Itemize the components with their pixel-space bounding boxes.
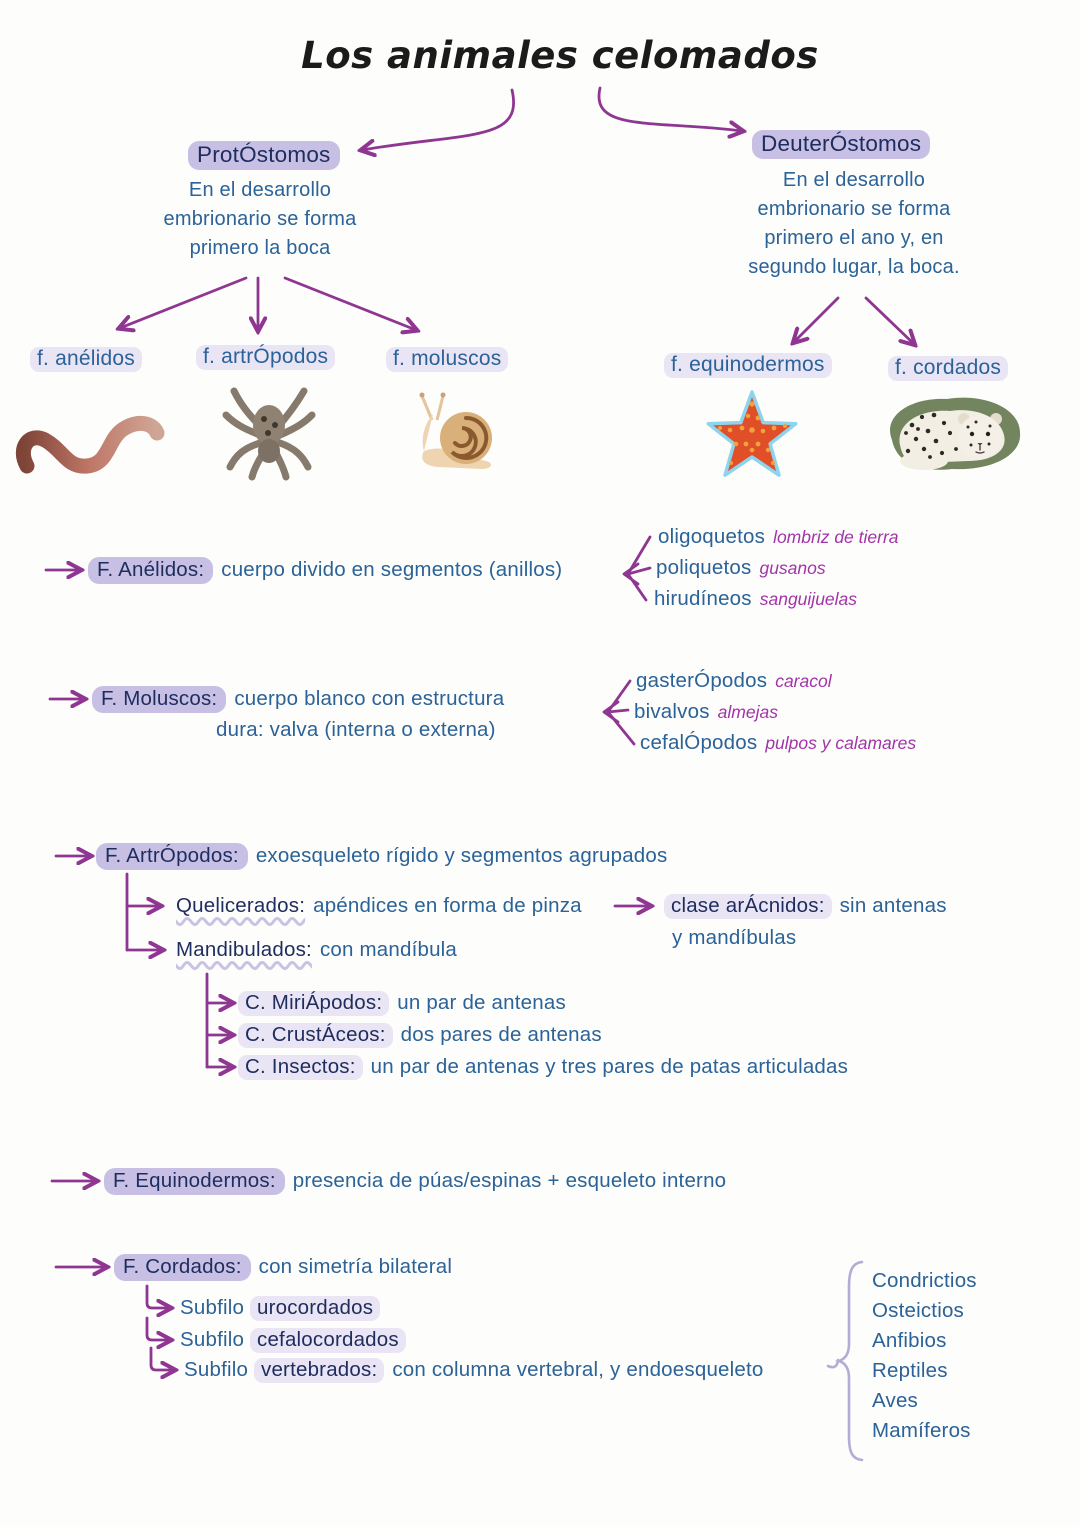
- cefalocordados-label: cefalocordados: [250, 1328, 406, 1353]
- family-moluscos-label: f. moluscos: [386, 346, 509, 372]
- fan-moluscos-lines: [606, 679, 636, 746]
- artropodos-heading: F. ArtrÓpodos: exoesqueleto rígido y segm…: [96, 843, 668, 870]
- vertebrate-class: Mamíferos: [872, 1419, 971, 1442]
- protostomos-node: ProtÓstomos: [188, 141, 340, 170]
- arrow-deuterostomos-cordados: [864, 296, 914, 344]
- family-equinodermos-label: f. equinodermos: [664, 352, 832, 378]
- class-miriapodos-line: C. MiriÁpodos:un par de antenas: [238, 990, 566, 1016]
- protostomos-description: En el desarrollo embrionario se forma pr…: [132, 176, 388, 263]
- brace-connector: [826, 1358, 840, 1369]
- vertebrate-class: Osteictios: [872, 1299, 964, 1322]
- mandibulados-label: Mandibulados:: [176, 938, 312, 961]
- quelicerados-line: Quelicerados: apéndices en forma de pinza: [176, 893, 582, 919]
- page-title: Los animales celomados: [301, 34, 819, 77]
- aracnidos-text-line1: sin antenas: [839, 894, 947, 917]
- miriapodos-label: C. MiriÁpodos:: [238, 991, 390, 1016]
- fan-anelidos-lines: [626, 535, 652, 602]
- family-artropodos-label: f. artrÓpodos: [196, 344, 336, 370]
- leopard-image: [890, 397, 1021, 470]
- handwritten-note: sanguijuelas: [759, 589, 858, 609]
- handwritten-note: caracol: [775, 671, 832, 691]
- anelidos-text: cuerpo divido en segmentos (anillos): [221, 558, 563, 581]
- handwritten-note: almejas: [717, 702, 778, 722]
- vertebrate-class: Condrictios: [872, 1269, 977, 1292]
- anelidos-heading: F. Anélidos: cuerpo divido en segmentos (…: [88, 557, 563, 584]
- equinodermos-text: presencia de púas/espinas + esqueleto in…: [292, 1169, 727, 1192]
- vertebrados-text: con columna vertebral, y endoesqueleto: [392, 1358, 764, 1381]
- snail-image: [419, 392, 492, 469]
- subfilo-cefalocordados-line: Subfilo cefalocordados: [180, 1327, 406, 1353]
- urocordados-label: urocordados: [250, 1296, 381, 1321]
- aracnidos-text-line2: y mandíbulas: [672, 926, 797, 949]
- handwritten-note: pulpos y calamares: [765, 733, 917, 753]
- equinodermos-heading: F. Equinodermos: presencia de púas/espina…: [104, 1168, 727, 1195]
- cordados-text: con simetría bilateral: [258, 1255, 453, 1278]
- deuterostomos-description: En el desarrollo embrionario se forma pr…: [706, 166, 1002, 282]
- arrow-title-to-protostomos: [362, 88, 515, 150]
- fan-moluscos-tip: [602, 700, 620, 724]
- quelicerados-text: apéndices en forma de pinza: [313, 894, 582, 917]
- handwritten-note: gusanos: [759, 558, 826, 578]
- subfilo-urocordados-line: Subfilo urocordados: [180, 1295, 381, 1321]
- class-insectos-line: C. Insectos:un par de antenas y tres par…: [238, 1054, 848, 1080]
- insectos-label: C. Insectos:: [238, 1055, 363, 1080]
- handwritten-note: lombriz de tierra: [773, 527, 899, 547]
- vertebrate-classes-list: Condrictios Osteictios Anfibios Reptiles…: [872, 1266, 977, 1446]
- description-line: En el desarrollo: [188, 179, 332, 201]
- subfilo-vertebrados-line: Subfilo vertebrados:con columna vertebra…: [184, 1358, 764, 1383]
- hook-subfilo-vertebrados: [149, 1346, 174, 1370]
- moluscos-text-line1: cuerpo blanco con estructura: [234, 687, 505, 710]
- moluscos-heading: F. Moluscos: cuerpo blanco con estructura: [92, 686, 505, 713]
- starfish-image: [706, 390, 798, 477]
- vertebrate-class: Reptiles: [872, 1359, 948, 1382]
- protostomos-label: ProtÓstomos: [188, 141, 340, 170]
- moluscos-label: F. Moluscos:: [92, 686, 227, 713]
- equinodermos-label: F. Equinodermos:: [104, 1168, 285, 1195]
- spider-image: [222, 387, 316, 481]
- description-line: segundo lugar, la boca.: [748, 256, 960, 278]
- aracnidos-label: clase arÁcnidos:: [664, 894, 832, 919]
- deuterostomos-label: DeuterÓstomos: [752, 130, 931, 159]
- moluscos-text-line2: dura: valva (interna o externa): [216, 718, 496, 741]
- family-cordados-label: f. cordados: [888, 355, 1009, 381]
- class-crustaceos-line: C. CrustÁceos:dos pares de antenas: [238, 1022, 602, 1048]
- crustaceos-label: C. CrustÁceos:: [238, 1023, 393, 1048]
- vertebrates-brace: [834, 1260, 864, 1462]
- vertebrados-label: vertebrados:: [254, 1358, 385, 1383]
- description-line: En el desarrollo: [782, 169, 926, 191]
- quelicerados-label: Quelicerados:: [176, 894, 306, 917]
- fan-anelidos-tip: [622, 562, 640, 586]
- arrow-deuterostomos-equinodermos: [794, 296, 840, 342]
- cordados-heading: F. Cordados: con simetría bilateral: [114, 1254, 453, 1281]
- anelidos-label: F. Anélidos:: [88, 557, 214, 584]
- description-line: embrionario se forma: [163, 208, 357, 230]
- hook-subfilo-urocordados: [145, 1284, 170, 1308]
- mandibulados-text: con mandíbula: [319, 938, 458, 961]
- arrow-protostomos-moluscos: [283, 276, 416, 330]
- deuterostomos-node: DeuterÓstomos: [752, 130, 931, 159]
- vertebrate-class: Anfibios: [872, 1329, 947, 1352]
- hook-subfilo-cefalocordados: [145, 1316, 170, 1340]
- family-anelidos-label: f. anélidos: [30, 346, 142, 372]
- description-line: embrionario se forma: [757, 198, 951, 220]
- arrow-title-to-deuterostomos: [597, 86, 742, 131]
- mandibulados-line: Mandibulados: con mandíbula: [176, 937, 457, 963]
- arrow-protostomos-anelidos: [120, 276, 248, 328]
- artropodos-text: exoesqueleto rígido y segmentos agrupado…: [255, 844, 668, 867]
- artropodos-label: F. ArtrÓpodos:: [96, 843, 248, 870]
- earthworm-image: [15, 415, 165, 474]
- cordados-label: F. Cordados:: [114, 1254, 251, 1281]
- description-line: primero la boca: [189, 237, 331, 259]
- description-line: primero el ano y, en: [764, 227, 944, 249]
- aracnidos-line1: clase arÁcnidos: sin antenas: [664, 893, 947, 919]
- vertebrate-class: Aves: [872, 1389, 919, 1412]
